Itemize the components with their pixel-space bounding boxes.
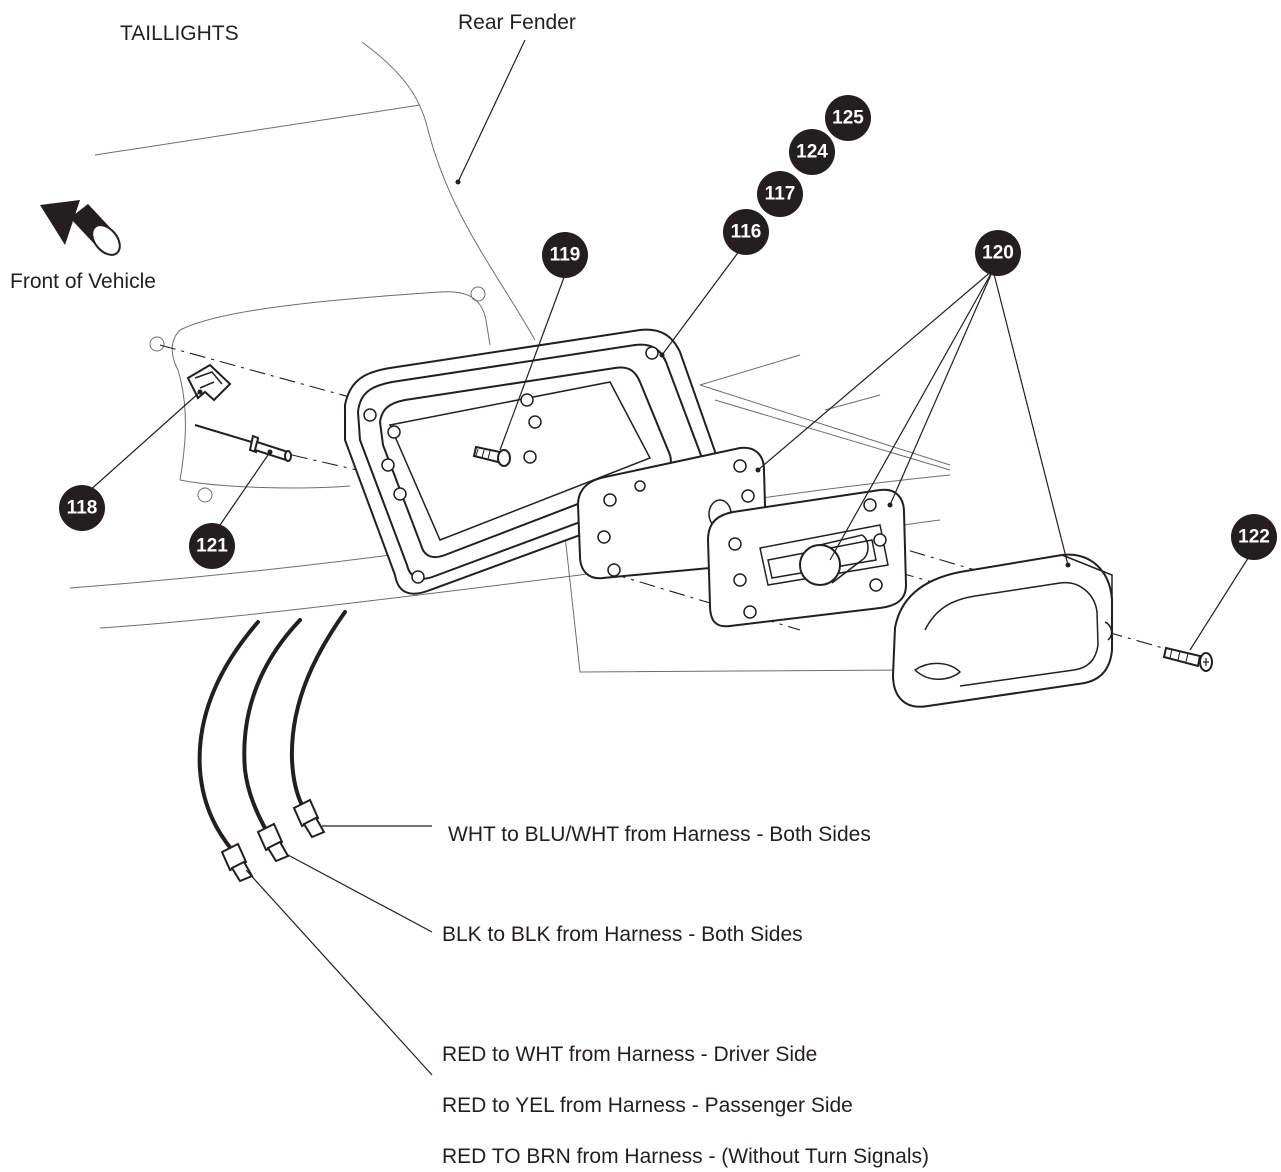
wht-wire-connector-icon [292,798,326,839]
svg-text:124: 124 [796,142,828,163]
callout-125: 125 [825,95,871,141]
rear-fender-label: Rear Fender [458,11,576,34]
part-116-bezel [344,328,721,595]
callout-117: 117 [757,171,803,217]
callout-118: 118 [59,485,105,531]
svg-text:125: 125 [832,108,864,129]
svg-text:117: 117 [765,184,796,205]
front-of-vehicle-label: Front of Vehicle [10,270,156,293]
svg-text:119: 119 [550,245,581,266]
taillight-lens [891,553,1113,708]
callout-leaders [87,249,1251,651]
callout-121: 121 [189,523,235,569]
wire-note-wht: WHT to BLU/WHT from Harness - Both Sides [448,823,871,846]
red-wire-connector-icon [220,842,254,883]
wire-note-red-driver: RED to WHT from Harness - Driver Side [442,1043,817,1066]
callout-120: 120 [975,230,1021,276]
rear-fender-leader [455,39,526,185]
callout-119: 119 [542,232,588,278]
svg-text:120: 120 [982,243,1014,264]
front-direction-arrow-icon [40,200,121,256]
part-119-screw [472,445,511,467]
diagram-title: TAILLIGHTS [120,22,239,45]
wire-connectors [220,798,326,883]
svg-text:118: 118 [67,498,98,519]
svg-text:121: 121 [196,536,228,557]
wire-note-red-no-turn: RED TO BRN from Harness - (Without Turn … [442,1145,929,1168]
wiring-leaders [245,825,433,1076]
blk-wire-connector-icon [256,822,290,863]
part-122-screw [1162,646,1213,672]
svg-text:116: 116 [731,222,762,243]
taillight-wires [197,610,347,852]
part-121-rivet [194,424,292,462]
callout-122: 122 [1231,514,1277,560]
lamp-plate [706,488,908,628]
svg-text:122: 122 [1238,527,1270,548]
callout-124: 124 [789,129,835,175]
wire-note-blk: BLK to BLK from Harness - Both Sides [442,923,803,946]
wire-note-red-passenger: RED to YEL from Harness - Passenger Side [442,1094,853,1117]
part-118-clip [186,363,232,402]
callout-116: 116 [723,209,769,255]
